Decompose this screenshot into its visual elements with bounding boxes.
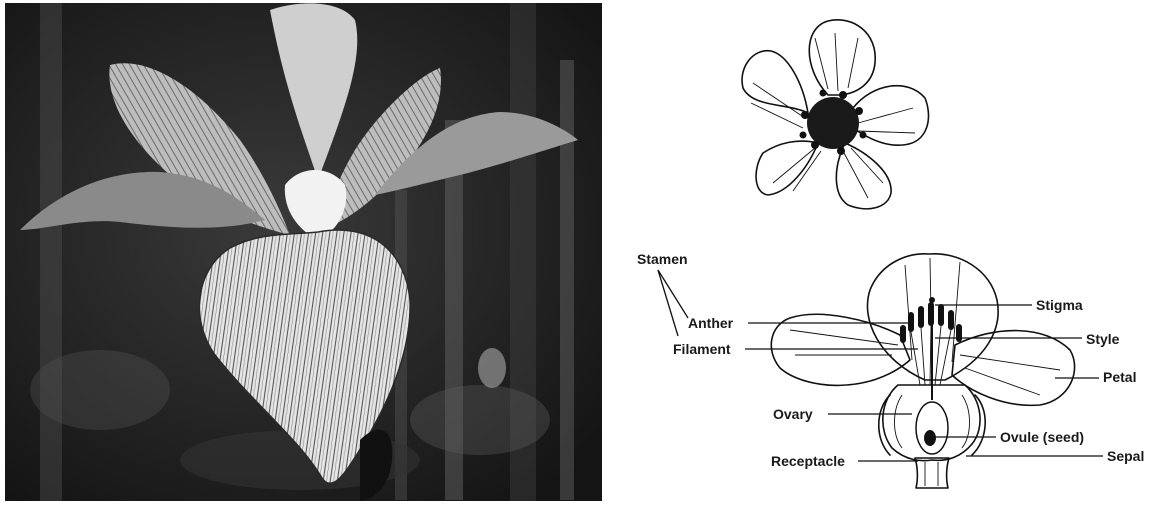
label-style: Style xyxy=(935,331,1120,347)
svg-text:Petal: Petal xyxy=(1103,369,1136,385)
svg-text:Ovule (seed): Ovule (seed) xyxy=(1000,429,1084,445)
svg-text:Style: Style xyxy=(1086,331,1120,347)
label-receptacle: Receptacle xyxy=(771,453,918,469)
label-petal: Petal xyxy=(1055,369,1136,385)
label-anther: Anther xyxy=(688,315,910,331)
flower-top-view xyxy=(742,20,928,209)
label-sepal: Sepal xyxy=(966,448,1144,464)
svg-text:Stigma: Stigma xyxy=(1036,297,1083,313)
svg-text:Stamen: Stamen xyxy=(637,251,688,267)
label-stamen: Stamen xyxy=(637,251,688,336)
svg-text:Receptacle: Receptacle xyxy=(771,453,845,469)
svg-text:Filament: Filament xyxy=(673,341,731,357)
label-ovary: Ovary xyxy=(773,406,912,422)
iris-photo xyxy=(5,3,602,501)
svg-text:Ovary: Ovary xyxy=(773,406,813,422)
label-ovule: Ovule (seed) xyxy=(936,429,1084,445)
svg-text:Anther: Anther xyxy=(688,315,734,331)
svg-text:Sepal: Sepal xyxy=(1107,448,1144,464)
